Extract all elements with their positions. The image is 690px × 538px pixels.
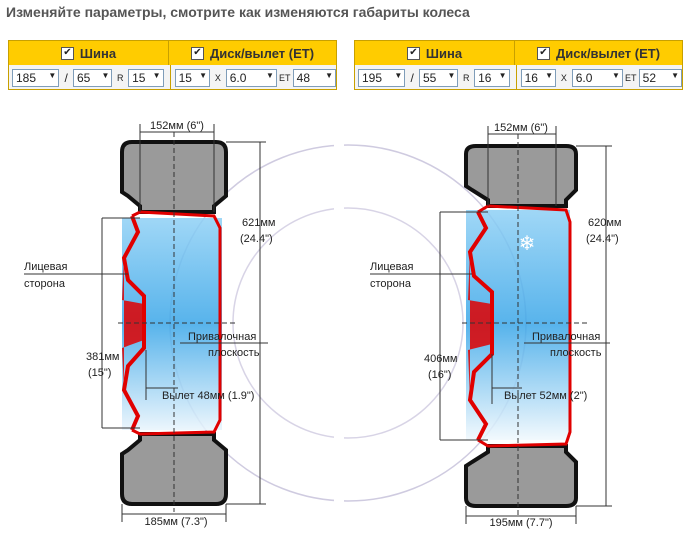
chevron-down-icon: ▼ [48,70,57,80]
tire-width-select[interactable]: 195▼ [358,68,406,87]
mounting-plane-label-1: Привалочная [532,331,600,343]
separator-mask [334,100,344,520]
bottom-width-label: 195мм (7.7") [489,517,552,529]
disc-checkbox[interactable]: ✔ [536,46,550,60]
et-label: ET [625,72,637,83]
offset-label: Вылет 52мм (2") [504,390,587,402]
chevron-down-icon: ▼ [325,70,333,80]
parameters-panel-left: ✔ Шина ✔ Диск/вылет (ET) 185▼ / 65▼ R 15… [8,40,337,90]
wheel-diagram-left: 152мм (6") 621мм (24.4") Лицевая сторона… [24,120,527,528]
tire-profile-select[interactable]: 55▼ [419,68,459,87]
tire-top [464,144,578,208]
mounting-plane-label-2: плоскость [208,347,260,359]
chevron-down-icon: ▼ [152,70,161,80]
tire-header: ✔ Шина [355,41,515,65]
et-select[interactable]: 52▼ [638,68,682,87]
disc-label: Диск/вылет (ET) [555,45,661,61]
tire-header: ✔ Шина [9,41,169,65]
face-side-label-1: Лицевая [24,261,67,273]
tire-diameter-select[interactable]: 15▼ [128,68,164,87]
rim-diameter-in-label: (15") [88,367,111,379]
rim-width-select[interactable]: 6.0▼ [571,68,623,87]
wheel-diagram-right: ❄ 152мм (6") 620мм (24.4") Лицевая сторо… [370,122,621,529]
disc-header: ✔ Диск/вылет (ET) [515,41,682,65]
r-separator: R [117,72,124,83]
divider [169,65,171,90]
divider [515,65,517,90]
parameters-row: 195▼ / 55▼ R 16▼ 16▼ X 6.0▼ ET 52▼ [355,65,682,90]
outer-diameter-in-label: (24.4") [240,233,273,245]
chevron-down-icon: ▼ [612,70,620,80]
disc-checkbox[interactable]: ✔ [190,46,204,60]
panel-header: ✔ Шина ✔ Диск/вылет (ET) [355,41,682,65]
x-separator: X [560,72,567,83]
rim-diameter-in-label: (16") [428,369,451,381]
rim-profile [131,210,222,436]
tire-label: Шина [425,45,463,61]
tire-checkbox[interactable]: ✔ [60,46,74,60]
tire-bottom [464,444,578,508]
mounting-plane-label-1: Привалочная [188,331,256,343]
tire-diameter-select[interactable]: 16▼ [474,68,510,87]
chevron-down-icon: ▼ [447,70,456,80]
chevron-down-icon: ▼ [545,70,554,80]
tire-profile-select[interactable]: 65▼ [73,68,113,87]
rim-profile [477,204,572,448]
chevron-down-icon: ▼ [199,70,208,80]
tire-width-select[interactable]: 185▼ [12,68,60,87]
disc-header: ✔ Диск/вылет (ET) [169,41,336,65]
r-separator: R [463,72,470,83]
offset-label: Вылет 48мм (1.9") [162,390,254,402]
disc-spoke [122,258,144,390]
et-select[interactable]: 48▼ [292,68,336,87]
chevron-down-icon: ▼ [394,70,403,80]
mounting-plane-label-2: плоскость [550,347,602,359]
outer-diameter-mm-label: 621мм [242,217,275,229]
face-side-label-2: сторона [370,278,412,290]
face-side-label-1: Лицевая [370,261,413,273]
parameters-row: 185▼ / 65▼ R 15▼ 15▼ X 6.0▼ ET 48▼ [9,65,336,90]
page-title: Изменяйте параметры, смотрите как изменя… [6,4,470,20]
top-width-label: 152мм (6") [494,122,548,134]
face-side-label-2: сторона [24,278,66,290]
parameters-panel-right: ✔ Шина ✔ Диск/вылет (ET) 195▼ / 55▼ R 16… [354,40,683,90]
slash-separator: / [410,70,414,85]
top-width-label: 152мм (6") [150,120,204,132]
bottom-width-label: 185мм (7.3") [144,516,207,528]
x-separator: X [214,72,221,83]
chevron-down-icon: ▼ [671,70,679,80]
rim-width-select[interactable]: 6.0▼ [225,68,277,87]
rim-diameter-mm-label: 381мм [86,351,119,363]
tire-checkbox[interactable]: ✔ [406,46,420,60]
outer-diameter-in-label: (24.4") [586,233,619,245]
disc-diameter-select[interactable]: 16▼ [520,68,557,87]
outer-diameter-mm-label: 620мм [588,217,621,229]
chevron-down-icon: ▼ [101,70,110,80]
disc-label: Диск/вылет (ET) [209,45,315,61]
rim-diameter-mm-label: 406мм [424,353,457,365]
chevron-down-icon: ▼ [498,70,507,80]
panel-header: ✔ Шина ✔ Диск/вылет (ET) [9,41,336,65]
snowflake-icon: ❄ [519,233,536,255]
disc-diameter-select[interactable]: 15▼ [174,68,211,87]
slash-separator: / [64,70,68,85]
chevron-down-icon: ▼ [266,70,274,80]
et-label: ET [279,72,291,83]
tire-label: Шина [79,45,117,61]
disc-spoke [468,252,492,400]
